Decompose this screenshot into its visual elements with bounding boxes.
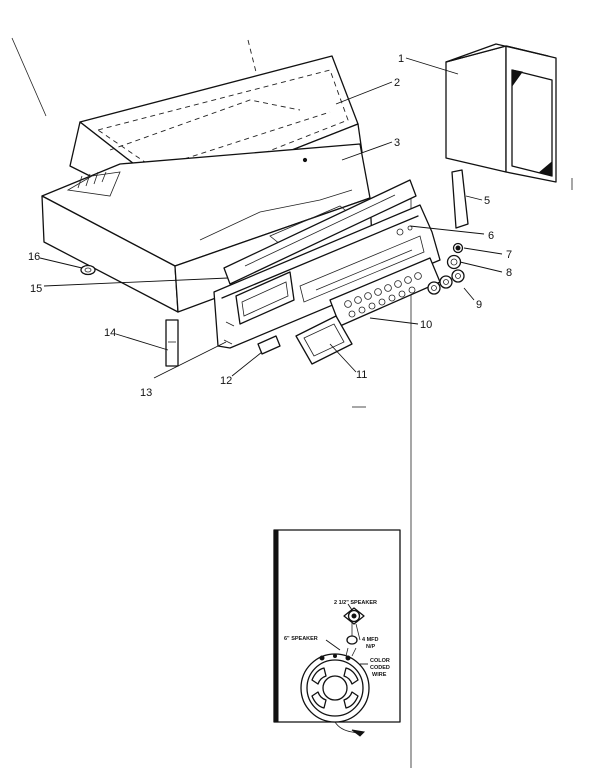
large-speaker-symbol	[300, 653, 370, 723]
wire-note-wire: WIRE	[372, 672, 387, 678]
callout-8: 8	[506, 267, 512, 279]
wire-note-coded: CODED	[370, 665, 390, 671]
capacitor-symbol	[346, 622, 361, 645]
callout-3: 3	[394, 137, 400, 149]
callout-16: 16	[28, 251, 40, 263]
leader-lines	[39, 57, 503, 379]
small-speaker-symbol	[343, 607, 365, 625]
knob-7	[452, 242, 464, 254]
foot-16	[80, 264, 96, 276]
chassis-panel	[223, 179, 417, 285]
callout-1: 1	[398, 53, 404, 65]
capacitor-type-label: N/P	[366, 644, 376, 650]
scan-mark	[11, 37, 47, 117]
callout-numbers: 1 2 3 5 6 7 8 9 10 11 12 13 14 15 16	[28, 53, 512, 399]
callout-15: 15	[30, 283, 42, 295]
speaker-cabinet	[445, 43, 557, 183]
callout-6: 6	[488, 230, 494, 242]
callout-10: 10	[420, 319, 432, 331]
small-speaker-label: 2 1/2" SPEAKER	[334, 600, 377, 606]
callout-11: 11	[356, 369, 367, 381]
callout-9: 9	[476, 299, 482, 311]
capacitor-label: 4 MFD	[362, 637, 379, 643]
large-speaker-label: 6" SPEAKER	[284, 636, 318, 642]
grille-strip-5	[451, 169, 469, 229]
knobs	[427, 269, 465, 295]
cassette-door	[295, 315, 353, 365]
callout-2: 2	[394, 77, 400, 89]
bracket-12	[257, 335, 281, 355]
callout-5: 5	[484, 195, 490, 207]
callout-13: 13	[140, 387, 152, 399]
strip-14	[165, 319, 179, 367]
callout-12: 12	[220, 375, 232, 387]
callout-14: 14	[104, 327, 116, 339]
callout-7: 7	[506, 249, 512, 261]
knob-8	[446, 254, 462, 270]
wire-note-color: COLOR	[370, 658, 390, 664]
wiring-diagram: 2 1/2" SPEAKER 6" SPEAKER 4 MFD N/P COLO…	[273, 529, 401, 737]
